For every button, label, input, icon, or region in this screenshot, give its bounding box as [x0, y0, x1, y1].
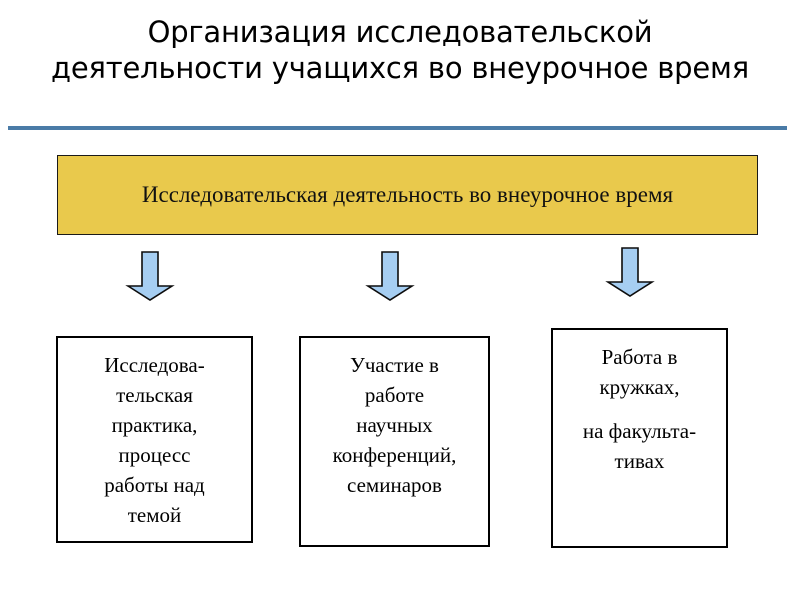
page-title: Организация исследовательской деятельнос… [51, 15, 749, 85]
banner-box-research-activity: Исследовательская деятельность во внеуро… [57, 155, 758, 235]
leaf-box-research-practice: Исследова- тельская практика, процесс ра… [56, 336, 253, 543]
arrow-down-icon [364, 250, 416, 302]
leaf-box-clubs-electives: Работа в кружках, на факульта- тивах [551, 328, 728, 548]
leaf-box-label-secondary: на факульта- тивах [582, 419, 697, 473]
title-divider-rule [8, 126, 787, 130]
leaf-box-label: Работа в кружках, [599, 345, 680, 399]
leaf-box-label: Исследова- тельская практика, процесс ра… [104, 353, 205, 527]
leaf-box-conferences: Участие в работе научных конференций, се… [299, 336, 490, 547]
arrow-down-icon [604, 246, 656, 298]
leaf-box-label: Участие в работе научных конференций, се… [332, 353, 457, 497]
arrow-down-icon [124, 250, 176, 302]
banner-label: Исследовательская деятельность во внеуро… [141, 182, 674, 207]
